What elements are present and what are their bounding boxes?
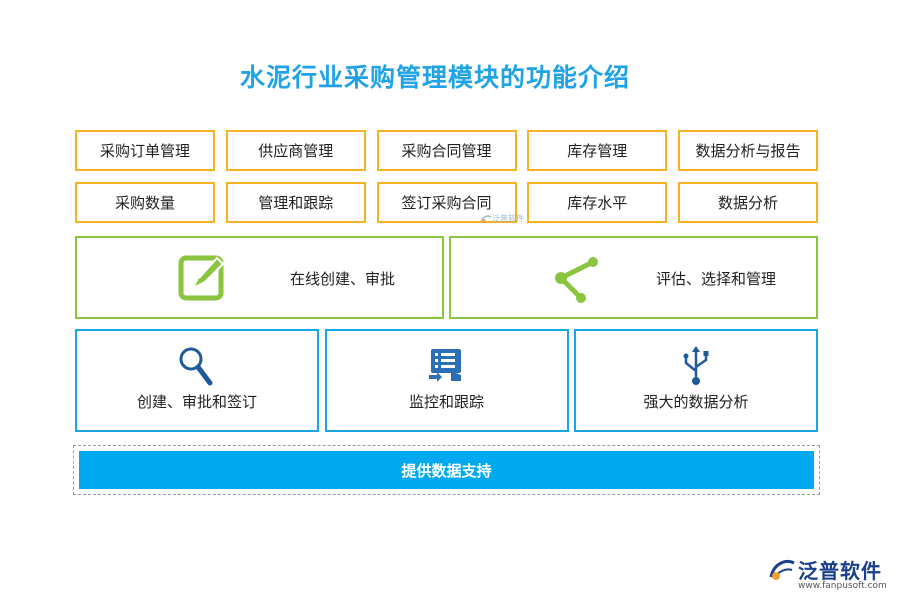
feature-data-analysis: 强大的数据分析 — [574, 329, 818, 432]
brand-logo: 泛普软件 www.fanpusoft.com — [768, 555, 898, 595]
watermark: 泛普软件 — [480, 213, 524, 224]
feature-label: 评估、选择和管理 — [656, 270, 777, 288]
page-title: 水泥行业采购管理模块的功能介绍 — [239, 63, 630, 92]
cell-inventory-level: 库存水平 — [527, 182, 668, 223]
feature-online-create-approve: 在线创建、审批 — [75, 236, 444, 319]
watermark-text: 泛普软件 — [492, 214, 524, 223]
support-bar: 提供数据支持 — [79, 451, 814, 489]
feature-label: 在线创建、审批 — [290, 270, 396, 288]
search-icon — [177, 345, 217, 391]
cell-contract-mgmt: 采购合同管理 — [376, 130, 517, 171]
function-row-second: 采购数量 管理和跟踪 签订采购合同 库存水平 数据分析 — [75, 182, 818, 223]
function-row-top: 采购订单管理 供应商管理 采购合同管理 库存管理 数据分析与报告 — [75, 130, 818, 171]
share-icon — [553, 256, 605, 308]
brand-url: www.fanpusoft.com — [798, 581, 887, 591]
brand-mark-icon — [768, 557, 796, 587]
cell-manage-track: 管理和跟踪 — [225, 182, 366, 223]
green-feature-row: 在线创建、审批 评估、选择和管理 — [75, 236, 818, 319]
feature-label: 强大的数据分析 — [643, 393, 749, 411]
cell-inventory-mgmt: 库存管理 — [527, 130, 668, 171]
watermark-logo-icon — [480, 214, 492, 223]
cell-data-analysis: 数据分析 — [678, 182, 818, 223]
cell-data-analysis-report: 数据分析与报告 — [678, 130, 818, 171]
cell-purchase-order-mgmt: 采购订单管理 — [75, 130, 215, 171]
feature-evaluate-select-manage: 评估、选择和管理 — [449, 236, 818, 319]
support-frame: 提供数据支持 — [73, 445, 820, 495]
brand-name: 泛普软件 — [798, 559, 882, 583]
feature-monitor-track: 监控和跟踪 — [324, 329, 569, 432]
cell-purchase-quantity: 采购数量 — [75, 182, 215, 223]
feature-label: 监控和跟踪 — [408, 393, 484, 411]
feature-create-approve-sign: 创建、审批和签订 — [75, 329, 319, 432]
cell-sign-contract: 签订采购合同 — [376, 182, 517, 223]
usb-icon — [678, 345, 714, 391]
monitor-icon — [427, 345, 467, 389]
cell-supplier-mgmt: 供应商管理 — [225, 130, 366, 171]
blue-feature-row: 创建、审批和签订 监控和跟踪 — [75, 329, 818, 432]
feature-label: 创建、审批和签订 — [136, 393, 257, 411]
edit-icon — [177, 252, 229, 308]
